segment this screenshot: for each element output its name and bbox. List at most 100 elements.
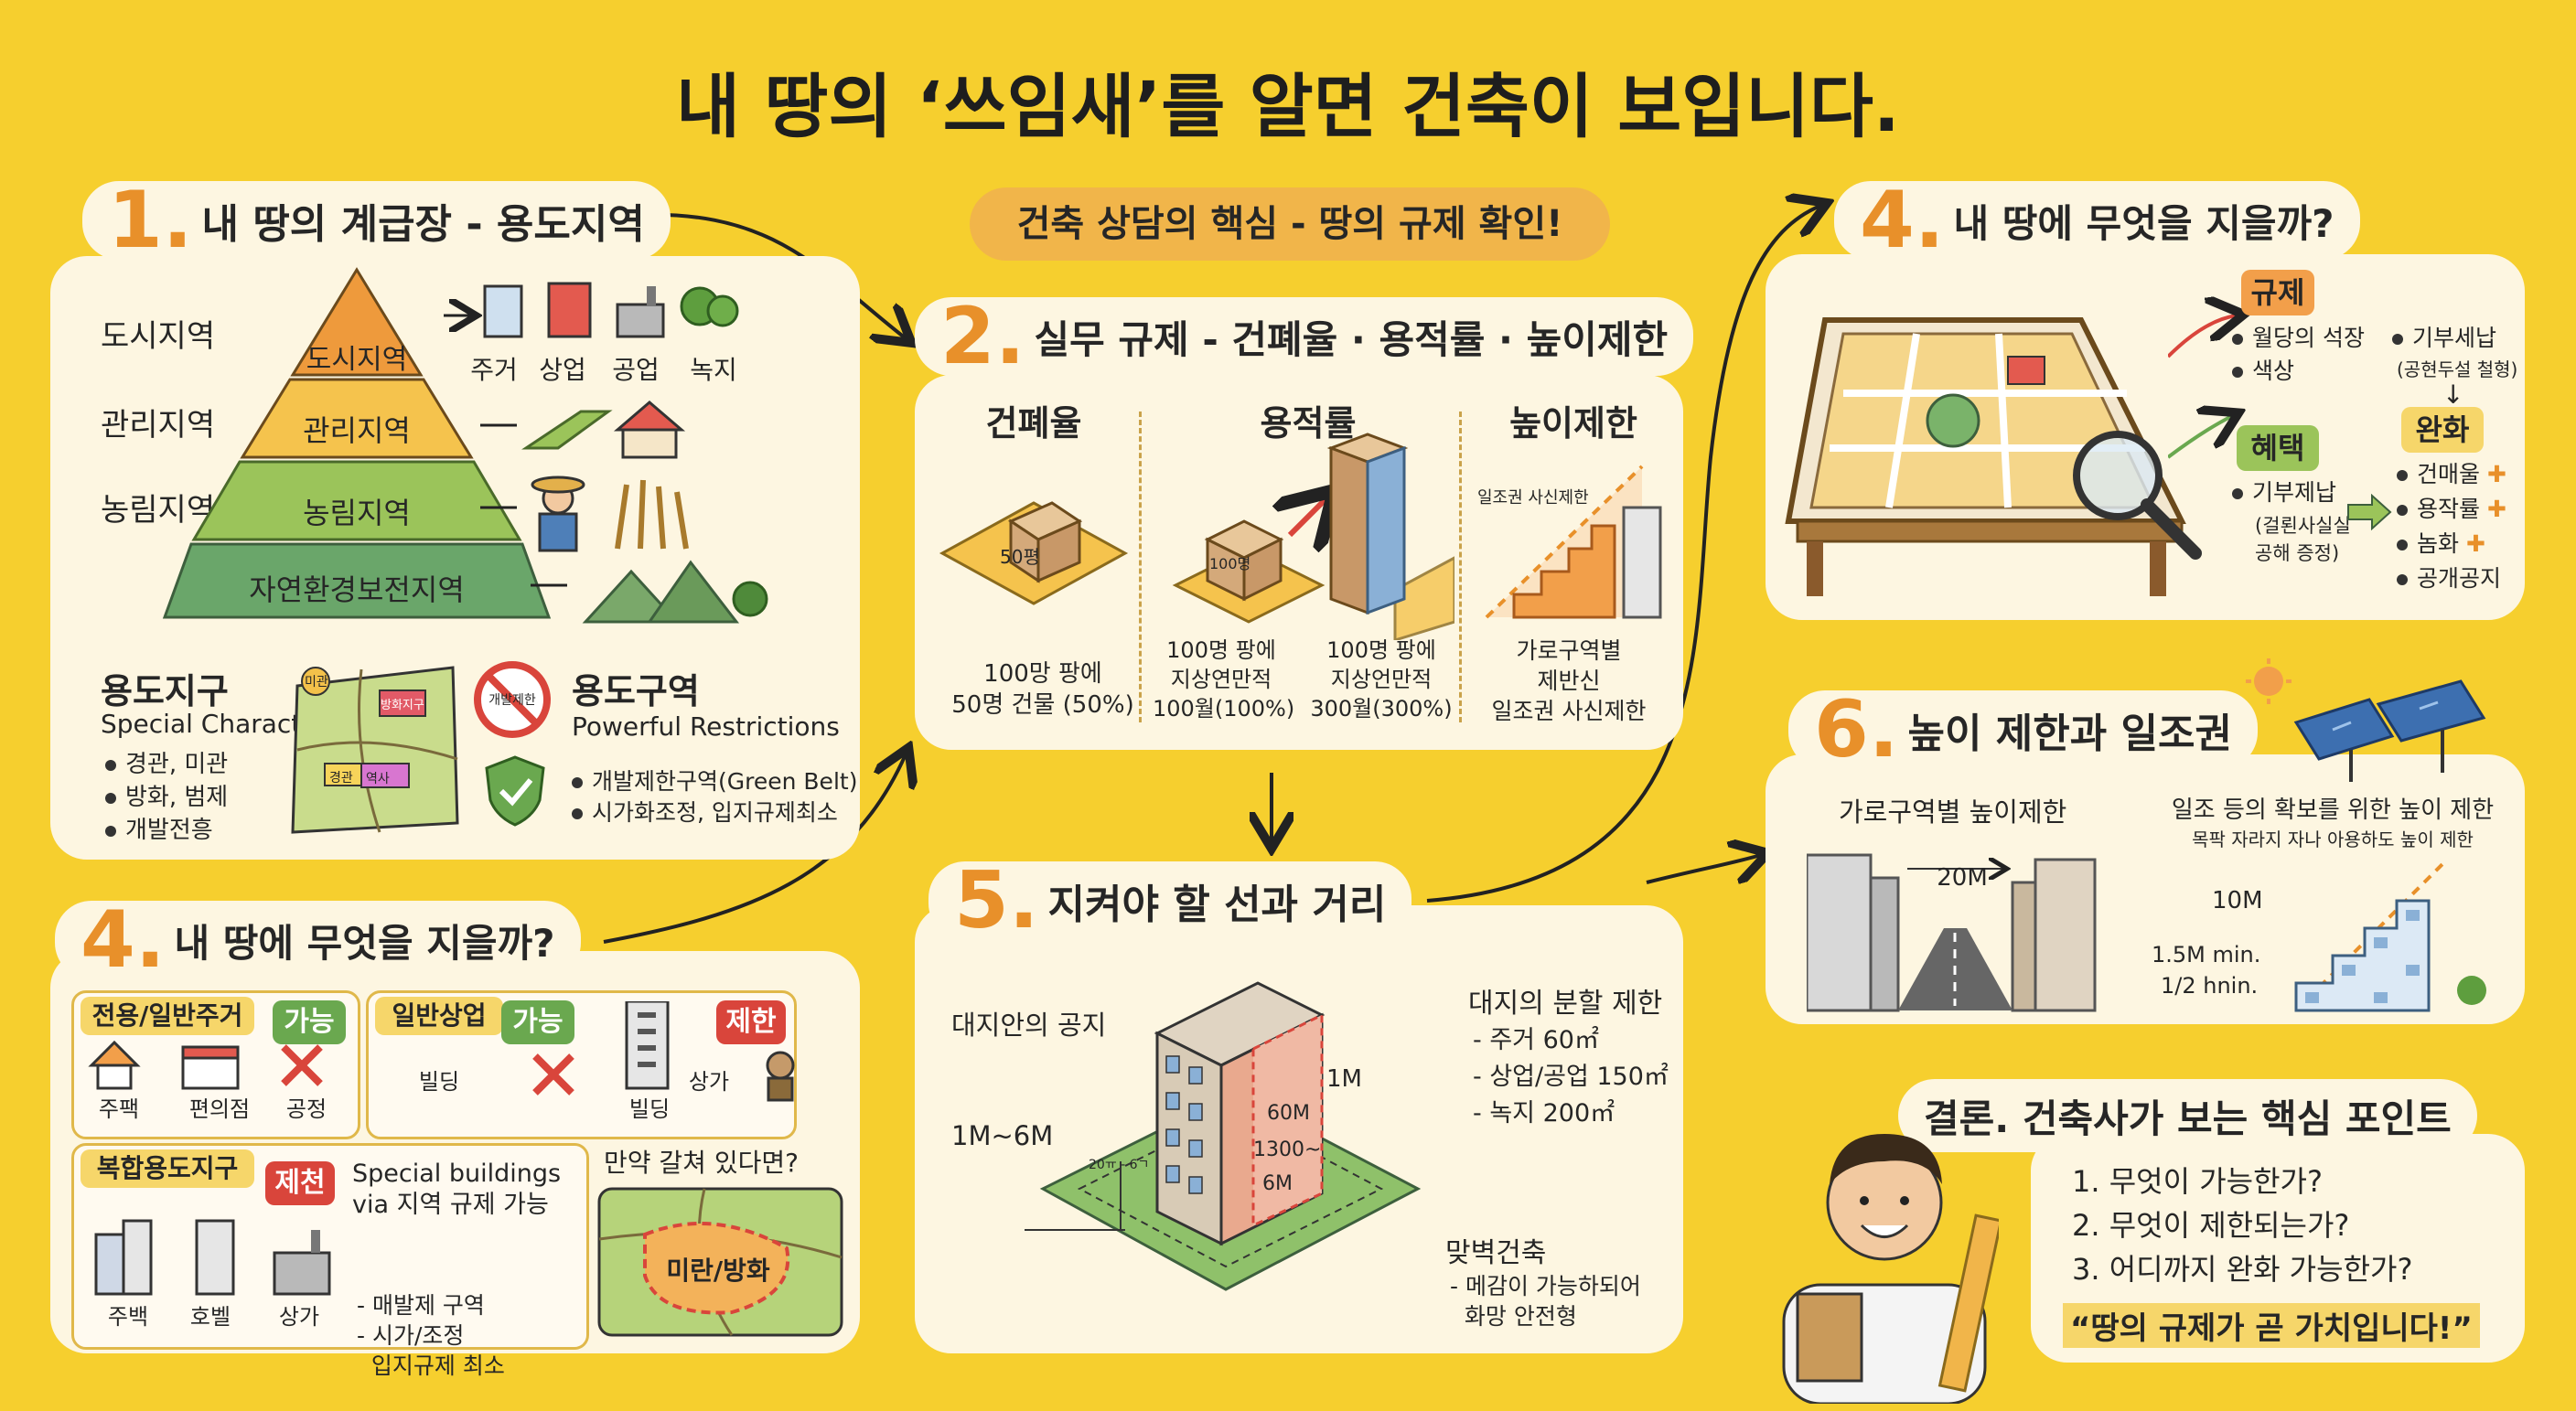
height-title: 높이제한 xyxy=(1509,403,1637,444)
use-label: 주거 xyxy=(470,355,518,385)
street-height-title: 가로구역별 높이제한 xyxy=(1839,796,2067,828)
s6-heading: 높이 제한과 일조권 xyxy=(1907,711,2232,757)
commercial-title: 일반상업 xyxy=(375,997,503,1035)
map-label: 역사 xyxy=(366,772,390,786)
district-item: 방화, 범제 xyxy=(105,781,228,814)
coverage-box-label: 50평 xyxy=(1000,546,1040,568)
regulation-item: 월당의 석장 xyxy=(2232,322,2365,355)
zone-sub: Powerful Restrictions xyxy=(572,711,840,742)
tier-label: 도시지역 xyxy=(306,344,408,376)
mixed-use-list: - 매발제 구역- 시가/조정 입지규제 최소 xyxy=(357,1292,505,1379)
split-item: - 녹지 200㎡ xyxy=(1473,1099,1615,1128)
residential-icons xyxy=(88,1040,323,1090)
split-list: - 주거 60㎡ - 상업/공업 150㎡ - 녹지 200㎡ xyxy=(1473,1022,1669,1132)
map-label: 경관 xyxy=(329,771,353,786)
district-map xyxy=(291,666,459,834)
relax-item: 건매울 ✚ xyxy=(2397,457,2506,492)
map-label: 방화지구 xyxy=(381,699,424,712)
tier-label: 농림지역 xyxy=(303,496,411,530)
mixed-use-limit-badge: 제천 xyxy=(265,1161,335,1205)
s4a-heading: 내 땅에 무엇을 지을까? xyxy=(174,920,555,966)
use-item: 편의점 xyxy=(188,1096,251,1122)
sunlight-title: 일조 등의 확보를 위한 높이 제한 xyxy=(2171,796,2495,824)
s4a-number: 4. xyxy=(80,894,166,986)
conclusion-item: 1. 무엇이 가능한가? xyxy=(2072,1164,2323,1199)
sunlight-sub: 목팍 자라지 자나 아용하도 높이 제한 xyxy=(2192,828,2474,850)
regulation-item: 색상 xyxy=(2232,355,2365,388)
sunlight-dim: 1/2 hnin. xyxy=(2161,973,2259,999)
zoning-pyramid xyxy=(162,267,552,619)
setback-illustration xyxy=(1025,981,1422,1291)
height-limit-illustration xyxy=(1485,465,1662,619)
mixed-use-icons xyxy=(94,1219,331,1296)
s4b-header: 4. 내 땅에 무엇을 지을까? xyxy=(1834,181,2360,260)
wall-title: 맞벽건축 xyxy=(1445,1237,1547,1269)
conclusion-quote: “땅의 규제가 곧 가치입니다!” xyxy=(2063,1303,2480,1348)
sunlight-dim: 1.5M min. xyxy=(2152,942,2261,967)
sunlight-dim: 10M xyxy=(2212,887,2263,914)
relax-item: 놈화 ✚ xyxy=(2397,527,2506,561)
zone-item: 시가화조정, 입지규제최소 xyxy=(572,797,857,828)
benefit-badge: 혜택 xyxy=(2237,425,2319,471)
divider xyxy=(1139,412,1142,722)
benefit-arrow-icon xyxy=(2347,494,2392,530)
sunlight-illustration xyxy=(2294,862,2486,1012)
s2-header: 2. 실무 규제 - 건폐율 · 용적률 · 높이제한 xyxy=(915,291,1694,382)
zone-list: 개발제한구역(Green Belt) 시가화조정, 입지규제최소 xyxy=(572,766,857,828)
regulation-extra: 기부세납 xyxy=(2392,320,2496,353)
plan-arrows xyxy=(2168,293,2250,459)
s5-heading: 지켜야 할 선과 거리 xyxy=(1047,882,1387,928)
coverage-title: 건폐율 xyxy=(985,403,1082,444)
use-item: 주팩 xyxy=(98,1096,140,1122)
district-title: 용도지구 xyxy=(101,671,229,711)
restriction-sign-icon xyxy=(474,661,551,738)
relax-list: 건매울 ✚ 용작률 ✚ 놈화 ✚ 공개공지 xyxy=(2397,457,2506,596)
consult-banner: 건축 상담의 핵심 - 땅의 규제 확인! xyxy=(970,187,1610,261)
s4b-number: 4. xyxy=(1860,175,1945,266)
page-title: 내 땅의 ‘쓰임새’를 알면 건축이 보입니다. xyxy=(676,66,1900,147)
setback-range: 1M~6M xyxy=(951,1120,1054,1151)
benefit-item: 기부제납 xyxy=(2232,477,2336,508)
use-item: 상가 xyxy=(688,1069,730,1095)
far-illustration xyxy=(1172,433,1454,640)
overlap-map xyxy=(597,1187,843,1337)
commercial-icons xyxy=(532,1001,795,1102)
setback-dim: 6M xyxy=(1262,1172,1293,1195)
district-item: 경관, 미관 xyxy=(105,748,228,781)
use-label: 녹지 xyxy=(690,355,737,385)
s1-header: 1. 내 땅의 계급장 - 용도지역 xyxy=(82,181,671,260)
conclusion-list: 1. 무엇이 가능한가? 2. 무엇이 제한되는가? 3. 어디까지 완화 가능… xyxy=(2072,1160,2412,1291)
regulation-badge: 규제 xyxy=(2241,270,2314,315)
overlap-label: 미란/방화 xyxy=(666,1256,770,1286)
s6-header: 6. 높이 제한과 일조권 xyxy=(1788,690,2258,769)
map-label: 미관 xyxy=(305,675,328,689)
use-item: 주백 xyxy=(107,1304,149,1330)
use-item: 상가 xyxy=(278,1304,320,1330)
regulation-down-arrow: ↓ xyxy=(2442,379,2464,410)
use-label: 공업 xyxy=(612,355,660,385)
tier-label: 관리지역 xyxy=(303,413,411,448)
conclusion-header: 결론. 건축사가 보는 핵심 포인트 xyxy=(1898,1079,2477,1152)
tier-label: 자연환경보전지역 xyxy=(249,572,465,607)
s4a-header: 4. 내 땅에 무엇을 지을까? xyxy=(55,901,581,979)
managed-area-icons xyxy=(480,401,686,459)
setback-small: 20ㅠ - 6ㄱ xyxy=(1089,1158,1150,1172)
far-box-label: 100명 xyxy=(1209,555,1251,572)
conclusion-item: 2. 무엇이 제한되는가? xyxy=(2072,1208,2350,1243)
s2-number: 2. xyxy=(940,291,1025,382)
nature-icons xyxy=(531,560,768,624)
s4b-heading: 내 땅에 무엇을 지을까? xyxy=(1953,200,2334,246)
relax-item: 공개공지 xyxy=(2397,561,2506,596)
zone-item: 개발제한구역(Green Belt) xyxy=(572,766,857,797)
setback-dim: 60M xyxy=(1267,1102,1310,1125)
wall-desc: - 메감이 가능하되어 화망 안전형 xyxy=(1450,1273,1641,1330)
s5-header: 5. 지켜야 할 선과 거리 xyxy=(928,861,1412,940)
relax-item: 용작률 ✚ xyxy=(2397,492,2506,527)
s1-number: 1. xyxy=(108,175,193,266)
s2-heading: 실무 규제 - 건폐율 · 용적률 · 높이제한 xyxy=(1034,316,1669,362)
split-item: - 상업/공업 150㎡ xyxy=(1473,1063,1669,1091)
